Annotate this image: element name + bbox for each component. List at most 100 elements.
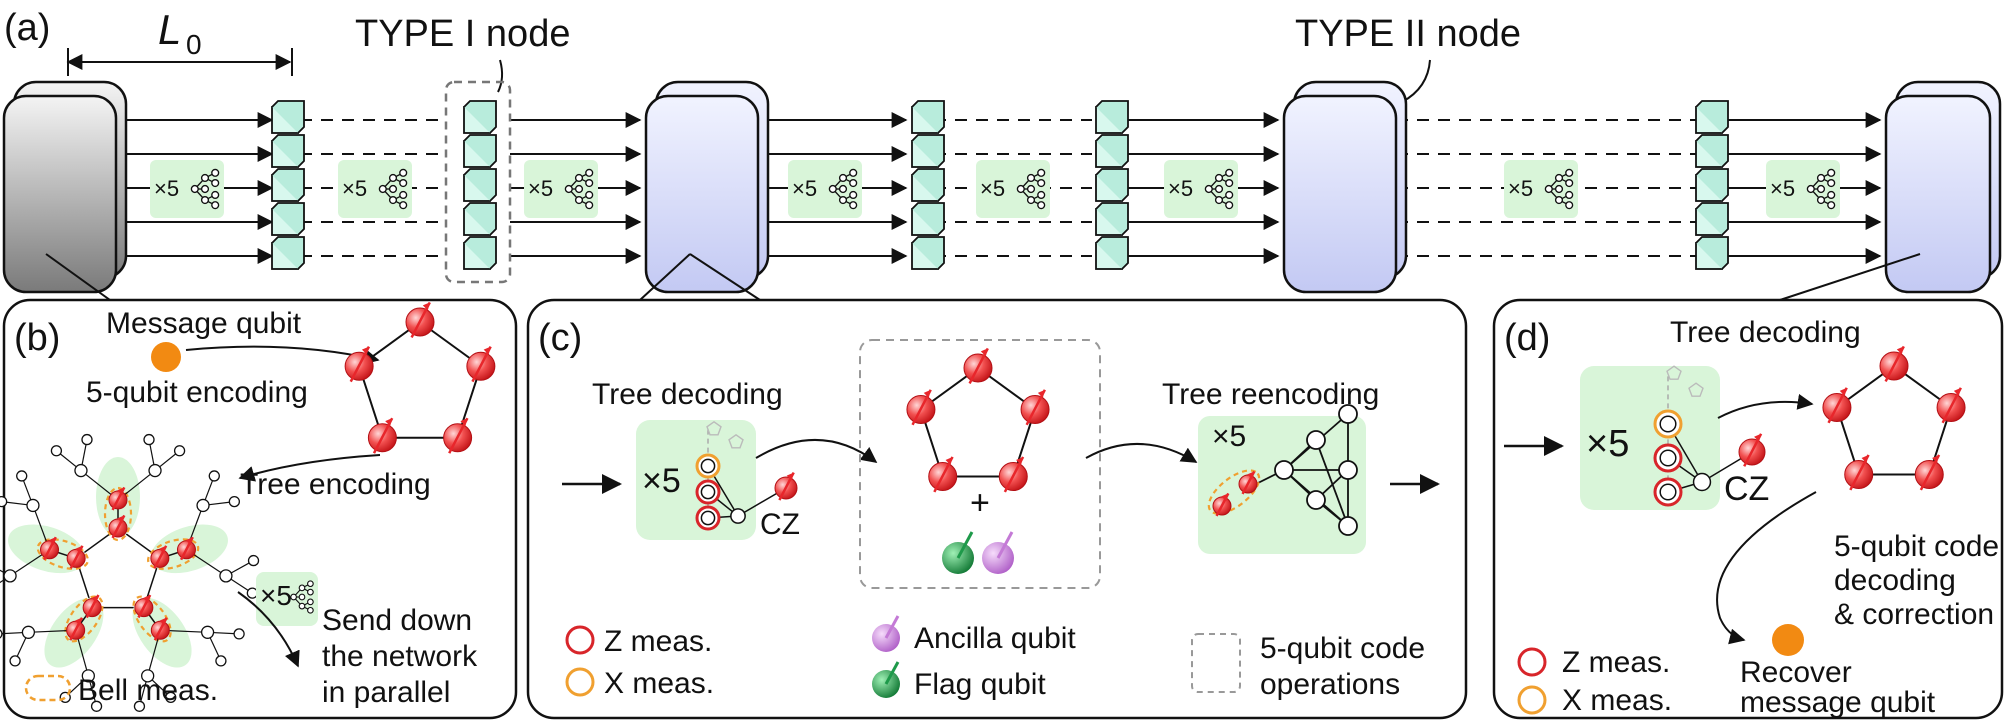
spin-arrowhead: [1953, 387, 1961, 396]
cube-side: [271, 202, 305, 236]
tree-multiplier: ×5: [154, 176, 179, 201]
cube-side: [463, 202, 497, 236]
decoding-bg-d: [1580, 366, 1720, 510]
cube-side: [911, 202, 945, 236]
cube-side: [1095, 134, 1129, 168]
spin-arrowhead: [1861, 454, 1869, 463]
mult-c: ×5: [642, 462, 681, 500]
leaf-node: [81, 433, 93, 446]
spin-arrowhead: [923, 389, 931, 398]
spin-arrowhead: [117, 515, 125, 524]
decode-label-3: & correction: [1834, 598, 1994, 631]
measured-node-inner: [1659, 449, 1677, 467]
leaf-node: [0, 495, 8, 508]
spin-arrowhead: [1839, 387, 1847, 396]
cube-side: [1095, 100, 1129, 134]
branch-node: [200, 625, 215, 639]
spin-arrowhead: [91, 594, 99, 603]
panel-label-c: (c): [538, 317, 582, 359]
spin-arrowhead: [483, 346, 491, 355]
flag-label: Flag qubit: [914, 668, 1046, 701]
panel-label-a: (a): [4, 7, 50, 49]
cube-side: [1695, 100, 1729, 134]
bell-pair: [64, 595, 104, 643]
type2-label: TYPE II node: [1295, 13, 1521, 55]
ancilla-label: Ancilla qubit: [914, 622, 1076, 655]
type2-node-1: [644, 80, 770, 294]
leaf-node: [247, 554, 260, 567]
spin-arrowhead: [143, 594, 151, 603]
cube-side: [463, 134, 497, 168]
end-node-left: [2, 80, 128, 294]
ops-label-1: 5-qubit code: [1260, 632, 1425, 665]
mult-reenc: ×5: [1212, 420, 1246, 453]
recover-label-1: Recover: [1740, 656, 1852, 689]
measured-node-inner: [1659, 483, 1677, 501]
cube-side: [271, 134, 305, 168]
panel-label-b: (b): [14, 317, 60, 359]
faded-node: [1688, 382, 1704, 397]
leaf-node: [208, 470, 220, 482]
cube-side: [1095, 168, 1129, 202]
message-qubit-label: Message qubit: [106, 307, 302, 340]
spin-arrowhead: [117, 487, 125, 496]
cube-side: [1095, 236, 1129, 270]
cz-label-d: CZ: [1724, 470, 1769, 508]
spin-arrowhead: [1932, 454, 1940, 463]
spin-arrowhead: [185, 537, 193, 546]
leaf-node: [246, 587, 259, 599]
pentagon-qubits-d: [1822, 345, 1966, 491]
cube-side: [1095, 202, 1129, 236]
cube-side: [463, 236, 497, 270]
panel-c-box: [526, 298, 1468, 720]
decode-label-1: 5-qubit code: [1834, 530, 1999, 563]
branch-node: [3, 569, 17, 583]
leaf-node: [9, 655, 21, 667]
spin-arrowhead: [980, 348, 988, 357]
spin-arrowhead: [786, 472, 794, 481]
cube-side: [271, 168, 305, 202]
spin-arrowhead: [1896, 346, 1904, 355]
ops-legend-icon: [1191, 633, 1241, 693]
tree-multiplier: ×5: [528, 176, 553, 201]
spin-arrowhead: [1247, 471, 1255, 480]
spin-arrowhead: [159, 617, 167, 626]
branch-node: [81, 669, 95, 683]
recover-label-2: message qubit: [1740, 686, 1936, 719]
cube-side: [463, 100, 497, 134]
measured-node-inner: [700, 484, 716, 500]
cube-side: [911, 236, 945, 270]
reencoding-graph: [1207, 404, 1358, 536]
branch-node: [148, 463, 162, 478]
spin-arrowhead: [74, 617, 82, 626]
tree-multiplier: ×5: [1770, 176, 1795, 201]
spin-arrowhead: [1221, 493, 1229, 502]
graph-node: [1338, 460, 1358, 480]
z-meas-legend-icon-c: [565, 625, 595, 655]
mini-mult-b: ×5: [260, 580, 292, 611]
tree-graph-state: [0, 433, 260, 712]
bell-pair: [103, 486, 133, 542]
send-label-3: in parallel: [322, 676, 450, 709]
ops-label-2: operations: [1260, 668, 1400, 701]
graph-node: [1338, 404, 1358, 424]
decoding-stack-c: [695, 420, 798, 531]
spin-arrowhead: [1016, 456, 1024, 465]
spin-arrowhead: [159, 545, 167, 554]
branch-node: [74, 463, 88, 478]
cube-side: [1695, 134, 1729, 168]
graph-node: [1274, 460, 1294, 480]
spin-arrowhead: [422, 302, 430, 311]
bell-pair: [36, 538, 89, 570]
decoding-stack-d: [1653, 365, 1766, 507]
faded-node: [1666, 365, 1682, 380]
leaf-node: [165, 691, 177, 704]
branch-node: [21, 625, 36, 639]
bell-legend-icon: [24, 674, 72, 702]
tree-multiplier: ×5: [792, 176, 817, 201]
leaf-node: [50, 445, 63, 457]
leaf-node: [0, 629, 3, 639]
recovered-qubit: [1772, 624, 1804, 656]
leaf-node: [16, 470, 28, 482]
